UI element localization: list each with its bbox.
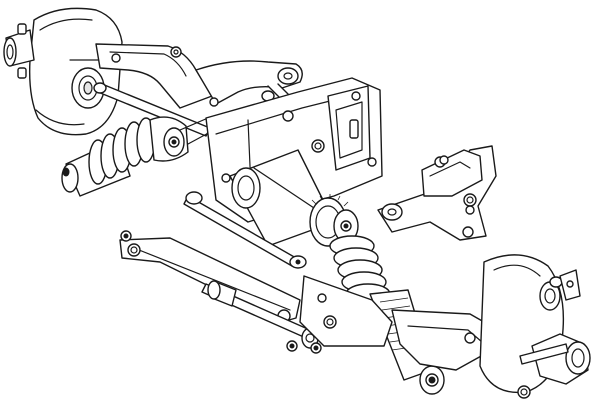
pivot-ball-4 bbox=[120, 230, 132, 242]
right-shock-spring bbox=[329, 235, 391, 305]
lower-chassis-plate bbox=[299, 275, 393, 347]
steering-arm-upper bbox=[195, 60, 303, 105]
left-wheel-hub bbox=[28, 7, 123, 136]
pivot-ball-3 bbox=[439, 155, 449, 165]
center-drive-shaft bbox=[229, 149, 335, 247]
left-axle-stub bbox=[3, 23, 35, 79]
pivot-ball-6 bbox=[209, 97, 219, 107]
pivot-ball-2 bbox=[310, 342, 322, 354]
right-upper-a-arm bbox=[377, 145, 497, 241]
pivot-ball-1 bbox=[286, 340, 298, 352]
right-steering-link bbox=[183, 191, 307, 269]
left-upper-a-arm bbox=[95, 43, 213, 109]
right-lower-a-arm bbox=[391, 309, 499, 371]
left-shock-absorber bbox=[61, 116, 215, 197]
spur-gear bbox=[309, 194, 359, 247]
left-shock-spring bbox=[88, 117, 156, 185]
pivot-ball-5 bbox=[465, 205, 475, 215]
right-axle-stub bbox=[519, 269, 591, 385]
